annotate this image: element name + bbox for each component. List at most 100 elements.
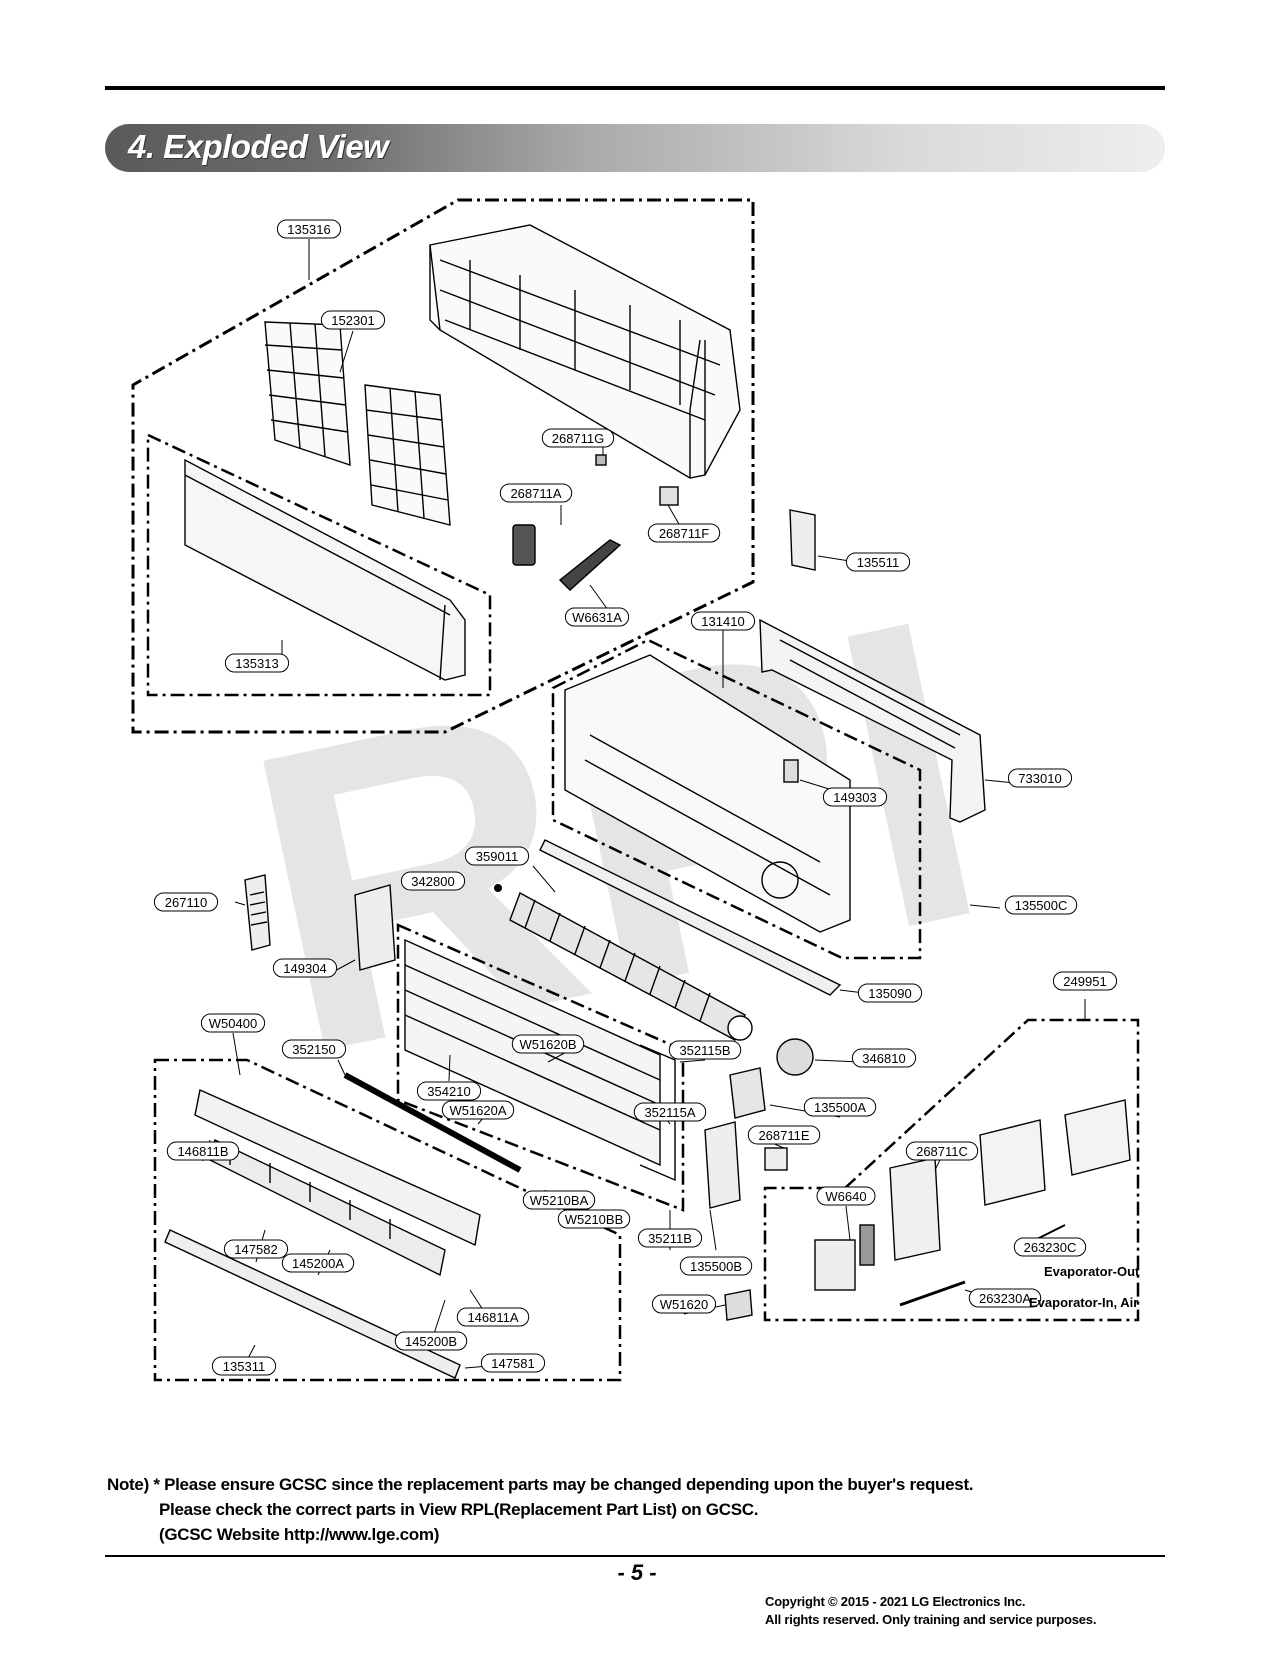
part-label-w51620a: W51620A	[441, 1100, 515, 1120]
part-drawing-harness	[558, 539, 622, 591]
group-outline-drain-pan	[153, 1058, 622, 1382]
part-label-text: 147582	[234, 1242, 277, 1257]
part-label-bubble	[499, 483, 573, 503]
part-label-text: 147581	[491, 1356, 534, 1371]
part-label-text: 131410	[701, 614, 744, 629]
part-label-bubble	[690, 611, 756, 631]
part-label-w5210ba: W5210BA	[522, 1190, 596, 1210]
part-label-359011: 359011	[464, 846, 530, 866]
part-label-bubble	[223, 1239, 289, 1259]
part-label-text: 146811A	[467, 1310, 518, 1325]
part-label-135500b: 135500B	[679, 1256, 753, 1276]
part-label-342800: 342800	[400, 871, 466, 891]
part-label-263230a: 263230A	[968, 1288, 1042, 1308]
part-label-text: W6640	[825, 1189, 866, 1204]
part-label-bubble	[1013, 1237, 1087, 1257]
part-drawing-motor-cover	[729, 1067, 766, 1119]
part-label-135316: 135316	[276, 219, 342, 239]
part-labels: 135316152301268711G268711A268711FW6631A1…	[153, 219, 1118, 1376]
part-drawing-fan-motor	[776, 1038, 814, 1076]
part-label-text: 268711F	[659, 526, 709, 541]
note-block: Note) * Please ensure GCSC since the rep…	[107, 1472, 974, 1547]
part-label-bubble	[464, 846, 530, 866]
part-label-268711e: 268711E	[747, 1125, 821, 1145]
note-line-3: (GCSC Website http://www.lge.com)	[159, 1525, 440, 1544]
part-drawing-filter-right	[364, 384, 451, 526]
part-label-text: 135500B	[690, 1259, 742, 1274]
page-number: - 5 -	[617, 1560, 657, 1585]
part-label-bubble	[822, 787, 888, 807]
part-label-text: 146811B	[177, 1144, 228, 1159]
group-outline-chassis	[551, 638, 922, 960]
part-label-bubble	[637, 1228, 703, 1248]
part-label-bubble	[557, 1209, 631, 1229]
part-label-bubble	[905, 1141, 979, 1161]
group-outline-front-panel	[131, 198, 755, 734]
part-label-text: 352115B	[679, 1043, 730, 1058]
part-label-bubble	[1007, 768, 1073, 788]
part-drawing-cabinet	[429, 224, 741, 479]
part-label-268711f: 268711F	[647, 523, 721, 543]
part-label-text: 352150	[292, 1042, 335, 1057]
part-label-bubble	[281, 1039, 347, 1059]
part-label-bubble	[320, 310, 386, 330]
part-label-135311: 135311	[211, 1356, 277, 1376]
part-label-149304: 149304	[272, 958, 338, 978]
part-label-146811a: 146811A	[456, 1307, 530, 1327]
part-label-bubble	[441, 1100, 515, 1120]
part-drawing-cover-135500b	[704, 1121, 741, 1209]
part-drawing-installation-plate	[759, 618, 986, 823]
part-label-text: 268711A	[510, 486, 561, 501]
part-label-152301: 152301	[320, 310, 386, 330]
part-label-267110: 267110	[153, 892, 219, 912]
part-label-text: 249951	[1063, 974, 1106, 989]
part-label-text: 268711C	[916, 1144, 968, 1159]
part-label-145200b: 145200B	[394, 1331, 468, 1351]
part-label-bubble	[480, 1353, 546, 1373]
part-label-733010: 733010	[1007, 768, 1073, 788]
part-label-text: 342800	[411, 874, 454, 889]
part-label-bubble	[522, 1190, 596, 1210]
part-label-bubble	[166, 1141, 240, 1161]
part-label-146811b: 146811B	[166, 1141, 240, 1161]
part-label-bubble	[416, 1081, 482, 1101]
part-label-bubble	[211, 1356, 277, 1376]
part-label-bubble	[845, 552, 911, 572]
part-label-147582: 147582	[223, 1239, 289, 1259]
part-drawing-bracket-135511	[789, 509, 816, 571]
part-label-35211b: 35211B	[637, 1228, 703, 1248]
part-label-text: W5210BB	[565, 1212, 624, 1227]
part-label-bubble	[456, 1307, 530, 1327]
part-label-text: 152301	[331, 313, 374, 328]
part-label-bubble	[281, 1253, 355, 1273]
part-label-268711a: 268711A	[499, 483, 573, 503]
part-label-text: 359011	[476, 849, 518, 864]
part-label-text: W50400	[209, 1016, 257, 1031]
part-drawing-clip	[595, 454, 607, 466]
note-line-2: Please check the correct parts in View R…	[159, 1500, 759, 1519]
part-label-text: 268711E	[758, 1128, 809, 1143]
part-label-w5210bb: W5210BB	[557, 1209, 631, 1229]
part-label-346810: 346810	[851, 1048, 917, 1068]
part-label-147581: 147581	[480, 1353, 546, 1373]
part-label-135313: 135313	[224, 653, 290, 673]
part-label-bubble	[803, 1097, 877, 1117]
part-label-268711c: 268711C	[905, 1141, 979, 1161]
part-label-bubble	[200, 1013, 266, 1033]
part-label-bubble	[1052, 971, 1118, 991]
part-label-bubble	[224, 653, 290, 673]
part-label-bubble	[1004, 895, 1078, 915]
part-label-text: 35211B	[648, 1231, 692, 1246]
part-label-bubble	[394, 1331, 468, 1351]
part-label-bubble	[564, 607, 630, 627]
part-label-263230c: 263230C	[1013, 1237, 1087, 1257]
part-label-bubble	[668, 1040, 742, 1060]
part-label-bubble	[647, 523, 721, 543]
note-line-1: Note) * Please ensure GCSC since the rep…	[107, 1475, 974, 1494]
part-drawing-vane	[539, 839, 842, 996]
part-label-149303: 149303	[822, 787, 888, 807]
part-label-352115b: 352115B	[668, 1040, 742, 1060]
part-label-text: W51620A	[449, 1103, 506, 1118]
part-label-text: 135500A	[814, 1100, 866, 1115]
